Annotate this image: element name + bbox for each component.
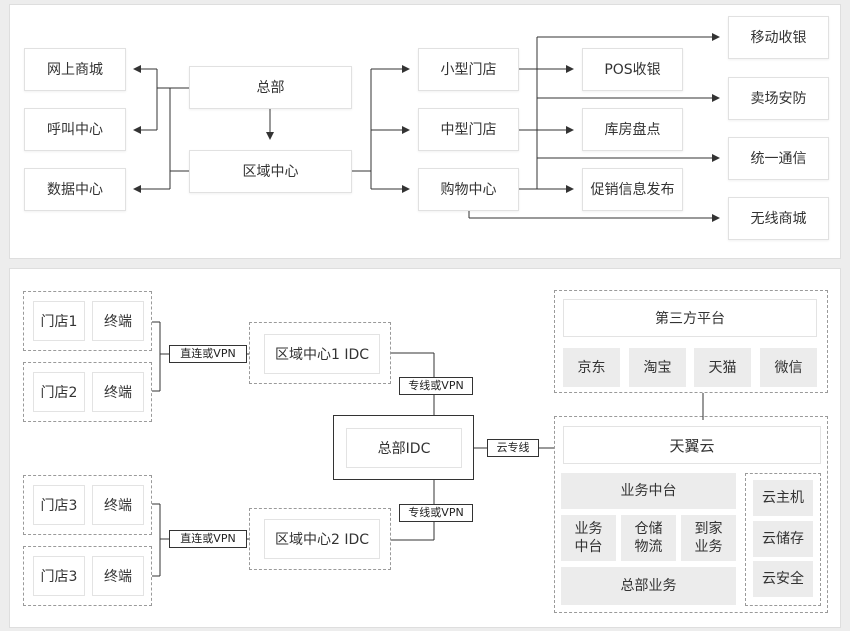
node-medium-store: 中型门店 — [418, 108, 519, 151]
store-4: 门店3 — [33, 556, 85, 596]
store-3: 门店3 — [33, 485, 85, 525]
terminal-3: 终端 — [92, 485, 144, 525]
node-shopping-center: 购物中心 — [418, 168, 519, 211]
platform-taobao: 淘宝 — [629, 348, 686, 387]
node-warehouse-inventory: 库房盘点 — [582, 108, 683, 151]
regional-idc-2-group — [249, 508, 391, 570]
cloud-host: 云主机 — [753, 480, 813, 516]
store-2: 门店2 — [33, 372, 85, 412]
hq-idc: 总部IDC — [346, 428, 462, 468]
node-mobile-checkout: 移动收银 — [728, 16, 829, 59]
module-home-delivery: 到家 业务 — [681, 515, 736, 561]
module-logistics: 仓储 物流 — [621, 515, 676, 561]
platform-jd: 京东 — [563, 348, 620, 387]
store-group-4 — [23, 546, 152, 606]
module-business: 业务 中台 — [561, 515, 616, 561]
store-group-2 — [23, 362, 152, 422]
node-store-security: 卖场安防 — [728, 77, 829, 120]
terminal-4: 终端 — [92, 556, 144, 596]
third-party-group — [554, 290, 828, 393]
node-online-mall: 网上商城 — [24, 48, 126, 91]
node-promotion-publish: 促销信息发布 — [582, 168, 683, 211]
store-1: 门店1 — [33, 301, 85, 341]
link-cloud-line: 云专线 — [487, 439, 539, 457]
cloud-services-group — [745, 473, 821, 606]
link-direct-vpn-lower: 直连或VPN — [169, 530, 247, 548]
cloud-security: 云安全 — [753, 561, 813, 597]
business-platform: 业务中台 — [561, 473, 736, 509]
regional-idc-2: 区域中心2 IDC — [264, 519, 380, 559]
node-wireless-mall: 无线商城 — [728, 197, 829, 240]
node-call-center: 呼叫中心 — [24, 108, 126, 151]
link-private-vpn-lower: 专线或VPN — [399, 504, 473, 522]
platform-wechat: 微信 — [760, 348, 817, 387]
store-group-3 — [23, 475, 152, 535]
terminal-1: 终端 — [92, 301, 144, 341]
cloud-storage: 云储存 — [753, 521, 813, 557]
link-direct-vpn-upper: 直连或VPN — [169, 345, 247, 363]
store-group-1 — [23, 291, 152, 351]
regional-idc-1: 区域中心1 IDC — [264, 334, 380, 374]
platform-tmall: 天猫 — [694, 348, 751, 387]
node-headquarters: 总部 — [189, 66, 352, 109]
node-unified-comm: 统一通信 — [728, 137, 829, 180]
third-party-title: 第三方平台 — [563, 299, 817, 337]
terminal-2: 终端 — [92, 372, 144, 412]
node-pos-checkout: POS收银 — [582, 48, 683, 91]
hq-business: 总部业务 — [561, 567, 736, 605]
node-regional-center: 区域中心 — [189, 150, 352, 193]
cloud-group — [554, 416, 828, 613]
node-data-center: 数据中心 — [24, 168, 126, 211]
cloud-title: 天翼云 — [563, 426, 821, 464]
regional-idc-1-group — [249, 322, 391, 384]
link-private-vpn-upper: 专线或VPN — [399, 377, 473, 395]
node-small-store: 小型门店 — [418, 48, 519, 91]
